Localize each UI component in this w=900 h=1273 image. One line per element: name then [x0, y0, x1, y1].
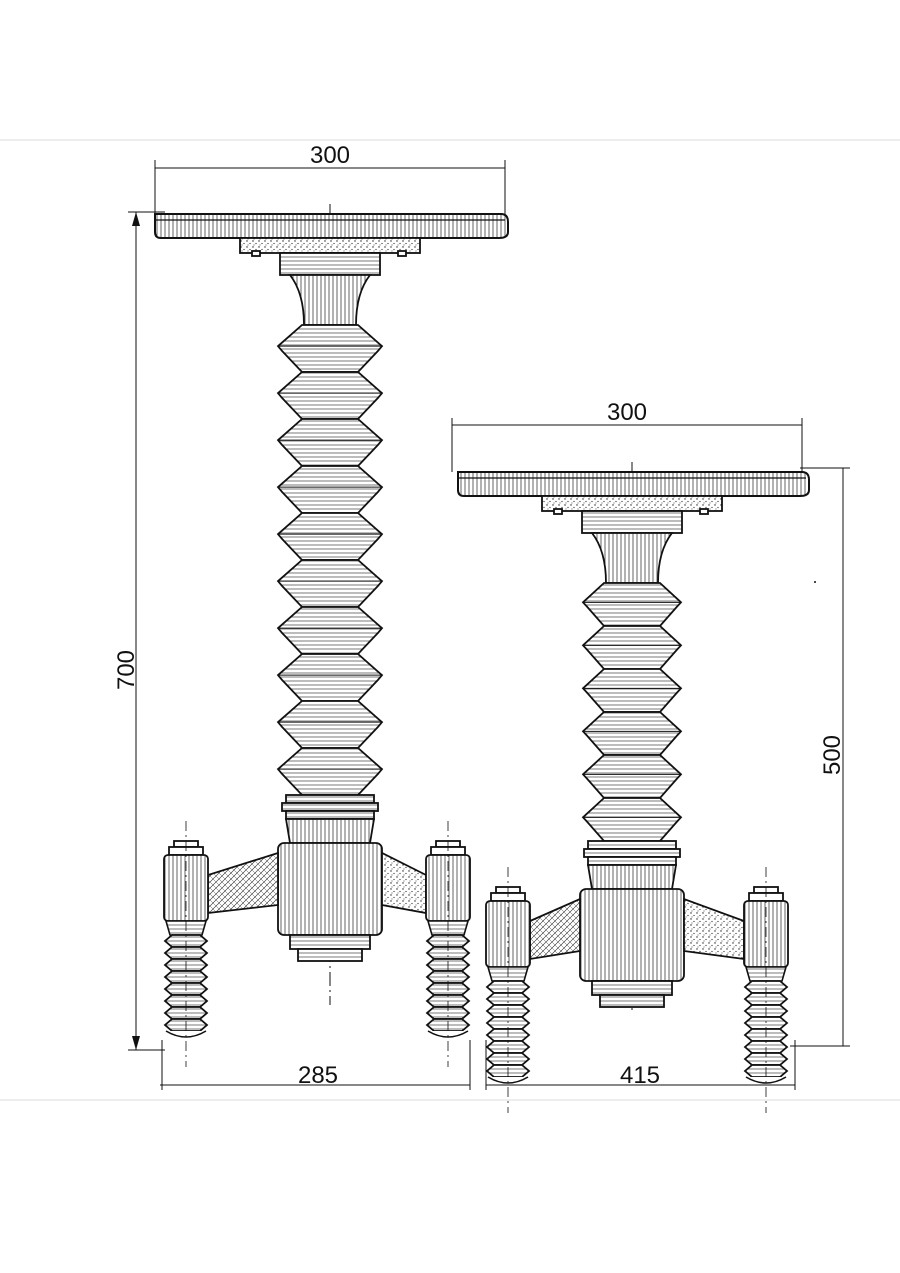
spindle-bead	[276, 606, 384, 655]
spindle-bead	[276, 512, 384, 561]
dim-tall-height: 700	[113, 650, 140, 690]
neck	[288, 274, 372, 326]
right-leg	[425, 821, 471, 1067]
bead-body	[581, 582, 683, 627]
spindle-bead	[581, 668, 683, 713]
bead-body	[581, 797, 683, 842]
bead-body	[581, 668, 683, 713]
dim-tall-base-width: 285	[298, 1062, 338, 1089]
dim-tall-top-width: 300	[310, 142, 350, 169]
neck	[590, 532, 674, 584]
bead-body	[276, 465, 384, 514]
top-apron	[239, 237, 421, 254]
left-leg	[163, 821, 209, 1067]
spindle-bead	[276, 700, 384, 749]
dim-short-top-width: 300	[607, 399, 647, 426]
bead-body	[581, 625, 683, 670]
column-ring	[285, 794, 375, 804]
top-apron	[541, 495, 723, 512]
dim-short-base-width: 415	[620, 1062, 660, 1089]
apron-peg-left	[251, 250, 261, 257]
collar	[279, 252, 381, 276]
bead-body	[276, 606, 384, 655]
right-arm	[381, 851, 427, 915]
right-arm	[683, 897, 745, 961]
spindle-bead	[581, 797, 683, 842]
bead-body	[581, 754, 683, 799]
bead-body	[276, 418, 384, 467]
apron-peg-right	[699, 508, 709, 515]
collar	[581, 510, 683, 534]
short-pedestal	[457, 462, 810, 1113]
bead-body	[276, 653, 384, 702]
column-foot	[284, 818, 376, 844]
column-ring	[285, 810, 375, 820]
hub-block	[579, 888, 685, 982]
bead-body	[276, 371, 384, 420]
bead-body	[276, 700, 384, 749]
column-ring	[281, 802, 379, 812]
tall-pedestal	[154, 204, 509, 1067]
left-arm	[207, 851, 279, 915]
table-top	[154, 213, 509, 239]
left-arm	[529, 897, 581, 961]
column-ring	[587, 856, 677, 866]
spindle-bead	[276, 418, 384, 467]
dimension-lines	[128, 160, 850, 1090]
hub-step	[599, 994, 665, 1008]
bead-body	[581, 711, 683, 756]
spindle-bead	[581, 754, 683, 799]
right-leg	[743, 867, 789, 1113]
left-leg	[485, 867, 531, 1113]
column-foot	[586, 864, 678, 890]
bead-body	[276, 512, 384, 561]
table-top	[457, 471, 810, 497]
spindle-bead	[276, 465, 384, 514]
apron-peg-left	[553, 508, 563, 515]
apron-peg-right	[397, 250, 407, 257]
bead-body	[276, 324, 384, 373]
hub-step	[591, 980, 673, 996]
spindle-bead	[276, 371, 384, 420]
hub-step	[297, 948, 363, 962]
hub-step	[289, 934, 371, 950]
column-ring	[583, 848, 681, 858]
dim-short-height: 500	[819, 735, 846, 775]
spindle-bead	[276, 559, 384, 608]
spindle-bead	[276, 324, 384, 373]
spindle-bead	[276, 653, 384, 702]
spindle-bead	[581, 625, 683, 670]
column-ring	[587, 840, 677, 850]
bead-body	[276, 559, 384, 608]
hub-block	[277, 842, 383, 936]
spindle-bead	[581, 582, 683, 627]
spindle-bead	[276, 747, 384, 796]
spindle-bead	[581, 711, 683, 756]
bead-body	[276, 747, 384, 796]
